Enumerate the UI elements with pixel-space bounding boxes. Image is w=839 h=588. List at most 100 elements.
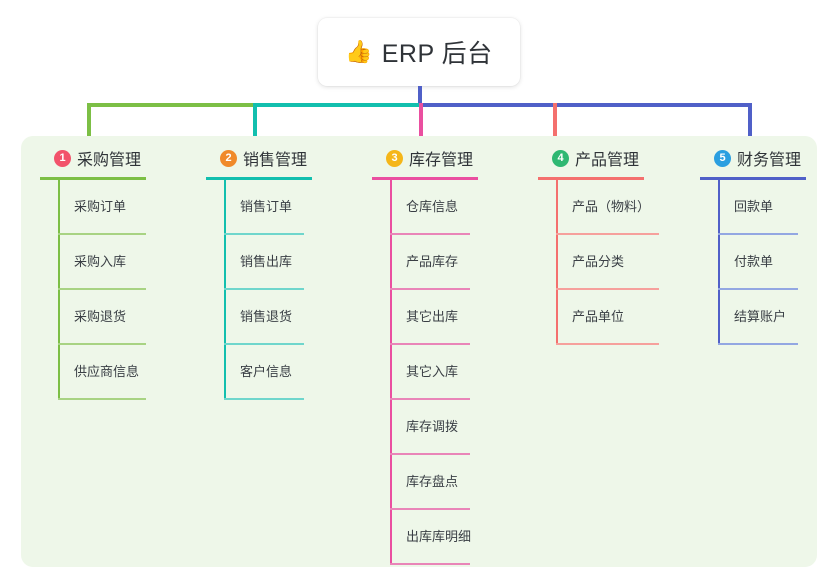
item-label: 产品（物料） bbox=[572, 199, 651, 214]
badge-inventory: 3 bbox=[386, 149, 403, 167]
column-title-purchase: 采购管理 bbox=[77, 152, 142, 169]
column-header-sales[interactable]: 2 销售管理 bbox=[206, 146, 312, 170]
column-sales: 2 销售管理销售订单销售出库销售退货客户信息 bbox=[206, 146, 312, 400]
green-bar bbox=[87, 103, 253, 107]
column-rule-purchase bbox=[40, 177, 146, 180]
list-item[interactable]: 产品库存 bbox=[372, 235, 478, 290]
item-rule bbox=[58, 398, 146, 400]
list-item[interactable]: 客户信息 bbox=[206, 345, 312, 400]
list-item[interactable]: 采购退货 bbox=[40, 290, 146, 345]
drop-purchase bbox=[87, 103, 91, 136]
item-rule bbox=[556, 288, 659, 290]
list-item[interactable]: 产品单位 bbox=[538, 290, 659, 345]
column-header-product[interactable]: 4 产品管理 bbox=[538, 146, 644, 170]
blue-bar bbox=[419, 103, 750, 107]
drop-inventory bbox=[419, 103, 423, 136]
column-title-sales: 销售管理 bbox=[243, 152, 308, 169]
item-label: 客户信息 bbox=[240, 364, 293, 379]
list-item[interactable]: 销售订单 bbox=[206, 180, 312, 235]
root-node-card[interactable]: 👍 ERP 后台 bbox=[318, 18, 520, 86]
item-label: 付款单 bbox=[734, 254, 774, 269]
thumbs-up-icon: 👍 bbox=[345, 39, 373, 64]
column-rule-product bbox=[538, 177, 644, 180]
item-rule bbox=[390, 563, 470, 565]
item-rule bbox=[556, 233, 659, 235]
content-panel bbox=[21, 136, 817, 567]
item-label: 产品分类 bbox=[572, 254, 625, 269]
item-rule bbox=[224, 233, 304, 235]
item-label: 其它出库 bbox=[406, 309, 459, 324]
item-label: 采购入库 bbox=[74, 254, 127, 269]
list-item[interactable]: 采购入库 bbox=[40, 235, 146, 290]
list-item[interactable]: 产品分类 bbox=[538, 235, 659, 290]
item-rule bbox=[718, 343, 798, 345]
item-list-product: 产品（物料） 产品分类产品单位 bbox=[538, 180, 659, 345]
drop-finance bbox=[748, 103, 752, 136]
item-rule bbox=[718, 233, 798, 235]
column-rule-finance bbox=[700, 177, 806, 180]
item-rule bbox=[224, 343, 304, 345]
item-label: 结算账户 bbox=[734, 309, 787, 324]
spine-inventory bbox=[390, 180, 392, 565]
item-rule bbox=[224, 398, 304, 400]
item-rule bbox=[718, 288, 798, 290]
list-item[interactable]: 采购订单 bbox=[40, 180, 146, 235]
column-title-inventory: 库存管理 bbox=[409, 152, 474, 169]
list-item[interactable]: 库存调拨 bbox=[372, 400, 478, 455]
item-label: 出库库明细 bbox=[406, 529, 472, 544]
column-finance: 5 财务管理回款单付款单结算账户 bbox=[700, 146, 806, 345]
teal-bar bbox=[253, 103, 419, 107]
list-item[interactable]: 销售出库 bbox=[206, 235, 312, 290]
spine-finance bbox=[718, 180, 720, 345]
list-item[interactable]: 其它出库 bbox=[372, 290, 478, 345]
item-list-sales: 销售订单销售出库销售退货客户信息 bbox=[206, 180, 312, 400]
item-list-finance: 回款单付款单结算账户 bbox=[700, 180, 806, 345]
item-rule bbox=[390, 508, 470, 510]
badge-sales: 2 bbox=[220, 149, 237, 167]
column-header-purchase[interactable]: 1 采购管理 bbox=[40, 146, 146, 170]
item-rule bbox=[390, 233, 470, 235]
badge-product: 4 bbox=[552, 149, 569, 167]
list-item[interactable]: 付款单 bbox=[700, 235, 806, 290]
list-item[interactable]: 销售退货 bbox=[206, 290, 312, 345]
column-title-product: 产品管理 bbox=[575, 152, 640, 169]
spine-product bbox=[556, 180, 558, 345]
item-rule bbox=[58, 288, 146, 290]
column-rule-inventory bbox=[372, 177, 478, 180]
item-rule bbox=[390, 343, 470, 345]
item-label: 供应商信息 bbox=[74, 364, 140, 379]
drop-sales bbox=[253, 103, 257, 136]
column-inventory: 3 库存管理仓库信息产品库存其它出库其它入库库存调拨库存盘点出库库明细 bbox=[372, 146, 478, 565]
item-label: 库存调拨 bbox=[406, 419, 459, 434]
item-label: 销售订单 bbox=[240, 199, 293, 214]
item-label: 产品单位 bbox=[572, 309, 625, 324]
list-item[interactable]: 库存盘点 bbox=[372, 455, 478, 510]
spine-sales bbox=[224, 180, 226, 400]
list-item[interactable]: 回款单 bbox=[700, 180, 806, 235]
item-label: 仓库信息 bbox=[406, 199, 459, 214]
item-label: 采购退货 bbox=[74, 309, 127, 324]
column-header-inventory[interactable]: 3 库存管理 bbox=[372, 146, 478, 170]
list-item[interactable]: 出库库明细 bbox=[372, 510, 478, 565]
item-rule bbox=[390, 453, 470, 455]
item-label: 库存盘点 bbox=[406, 474, 459, 489]
badge-purchase: 1 bbox=[54, 149, 71, 167]
column-title-finance: 财务管理 bbox=[737, 152, 802, 169]
item-rule bbox=[390, 288, 470, 290]
list-item[interactable]: 产品（物料） bbox=[538, 180, 659, 235]
item-label: 销售退货 bbox=[240, 309, 293, 324]
item-label: 采购订单 bbox=[74, 199, 127, 214]
item-label: 销售出库 bbox=[240, 254, 293, 269]
list-item[interactable]: 结算账户 bbox=[700, 290, 806, 345]
list-item[interactable]: 其它入库 bbox=[372, 345, 478, 400]
item-list-purchase: 采购订单采购入库采购退货供应商信息 bbox=[40, 180, 146, 400]
item-rule bbox=[58, 233, 146, 235]
list-item[interactable]: 仓库信息 bbox=[372, 180, 478, 235]
column-header-finance[interactable]: 5 财务管理 bbox=[700, 146, 806, 170]
drop-product bbox=[553, 103, 557, 136]
badge-finance: 5 bbox=[714, 149, 731, 167]
list-item[interactable]: 供应商信息 bbox=[40, 345, 146, 400]
item-rule bbox=[556, 343, 659, 345]
item-list-inventory: 仓库信息产品库存其它出库其它入库库存调拨库存盘点出库库明细 bbox=[372, 180, 478, 565]
